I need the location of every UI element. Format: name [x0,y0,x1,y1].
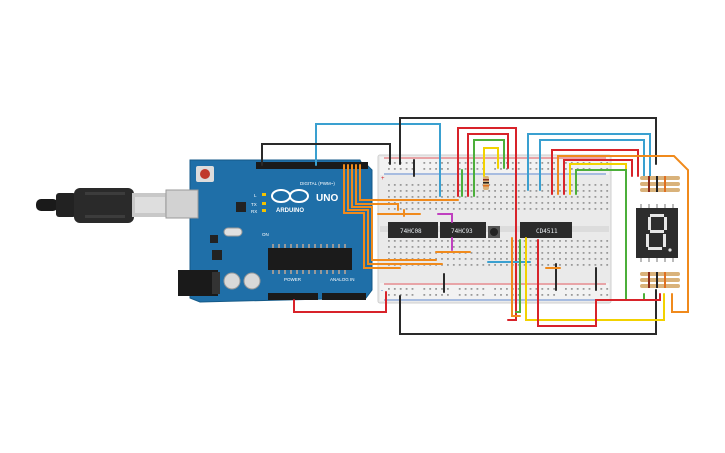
resistor[interactable] [483,176,489,190]
wire-orange-right[interactable] [557,155,689,313]
wire-orange-3[interactable] [351,164,437,261]
wire-orange-1[interactable] [359,164,459,201]
wire-orange-5[interactable] [343,164,401,269]
led-rx-label: RX [251,209,257,214]
arduino-logo [271,189,309,203]
wire-orange-2[interactable] [355,164,399,211]
wire-yellow-top[interactable] [483,147,499,177]
wire-red-right[interactable] [551,149,639,195]
chip-cd4511[interactable]: CD4511 [520,222,572,238]
atmega-chip [268,248,352,270]
arduino-board[interactable]: ARDUINO UNO DIGITAL (PWM~) POWER ANALOG … [165,159,373,303]
segment-dp [668,248,672,252]
segment-b [664,217,667,230]
segment-g [650,230,664,233]
analog-label: ANALOG IN [330,277,355,282]
segment-a [650,214,664,217]
wire-black-bottom[interactable] [399,289,657,335]
segment-d [648,247,662,250]
led-l [262,193,266,196]
wire-red-arduino[interactable] [293,291,387,313]
segment-e [646,234,649,247]
analog-header[interactable] [322,293,366,300]
wire-black-top[interactable] [261,143,391,166]
usb-cable[interactable] [36,188,168,223]
wire-red-bottom[interactable] [537,239,661,327]
digital-label: DIGITAL (PWM~) [300,181,335,186]
wire-green-top[interactable] [473,139,505,197]
segment-f [648,217,651,230]
chip3-label: CD4511 [536,228,558,235]
digital-header[interactable] [256,162,368,169]
segment-c [663,234,666,247]
wire-red-right-2[interactable] [563,159,633,195]
on-label: ON [262,232,269,237]
wires[interactable] [261,117,689,335]
led-tx [262,202,266,205]
wire-blue-right-2[interactable] [539,139,645,191]
power-label: POWER [284,277,302,282]
wire-red-top-2[interactable] [467,133,509,197]
rail-plus-label: + [381,176,385,182]
wire-orange-bottom[interactable] [511,237,521,317]
chip-74hc08[interactable]: 74HC08 [388,222,438,238]
wire-orange-4[interactable] [347,164,443,265]
led-l-label: L [254,193,257,198]
resistor-bank-bottom[interactable] [640,272,680,288]
resistor-bank-top[interactable] [640,176,680,192]
chip-74hc93[interactable]: 74HC93 [440,222,486,238]
usb-port[interactable] [165,189,199,219]
power-jack[interactable] [178,270,218,296]
led-rx [262,209,266,212]
push-button[interactable] [488,226,500,238]
led-tx-label: TX [251,202,257,207]
wire-red-top-1[interactable] [457,127,517,321]
brand-label: ARDUINO [276,208,304,214]
seven-segment-display[interactable] [636,204,678,262]
chip1-label: 74HC08 [400,228,422,235]
model-label: UNO [316,193,338,204]
power-header[interactable] [268,293,318,300]
wire-black-loop[interactable] [399,117,657,165]
chip2-label: 74HC93 [451,228,473,235]
rail-minus-label: - [381,288,383,294]
wire-green-bottom[interactable] [515,239,521,313]
wire-purple-1[interactable] [437,213,453,223]
